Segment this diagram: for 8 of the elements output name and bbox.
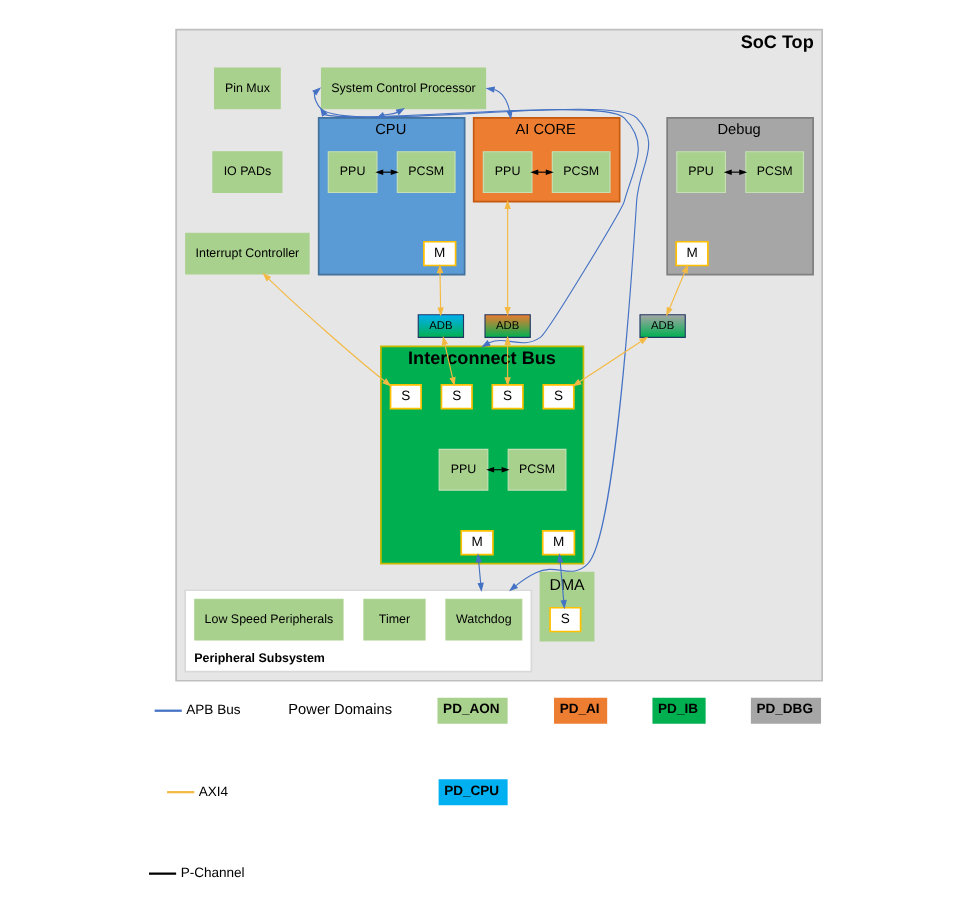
arrow — [312, 87, 650, 592]
arrow — [436, 264, 444, 317]
arrow — [557, 553, 567, 610]
arrow — [572, 336, 649, 387]
arrow — [666, 264, 689, 317]
arrow — [262, 272, 392, 387]
arrow — [504, 199, 511, 317]
arrow — [475, 553, 484, 592]
